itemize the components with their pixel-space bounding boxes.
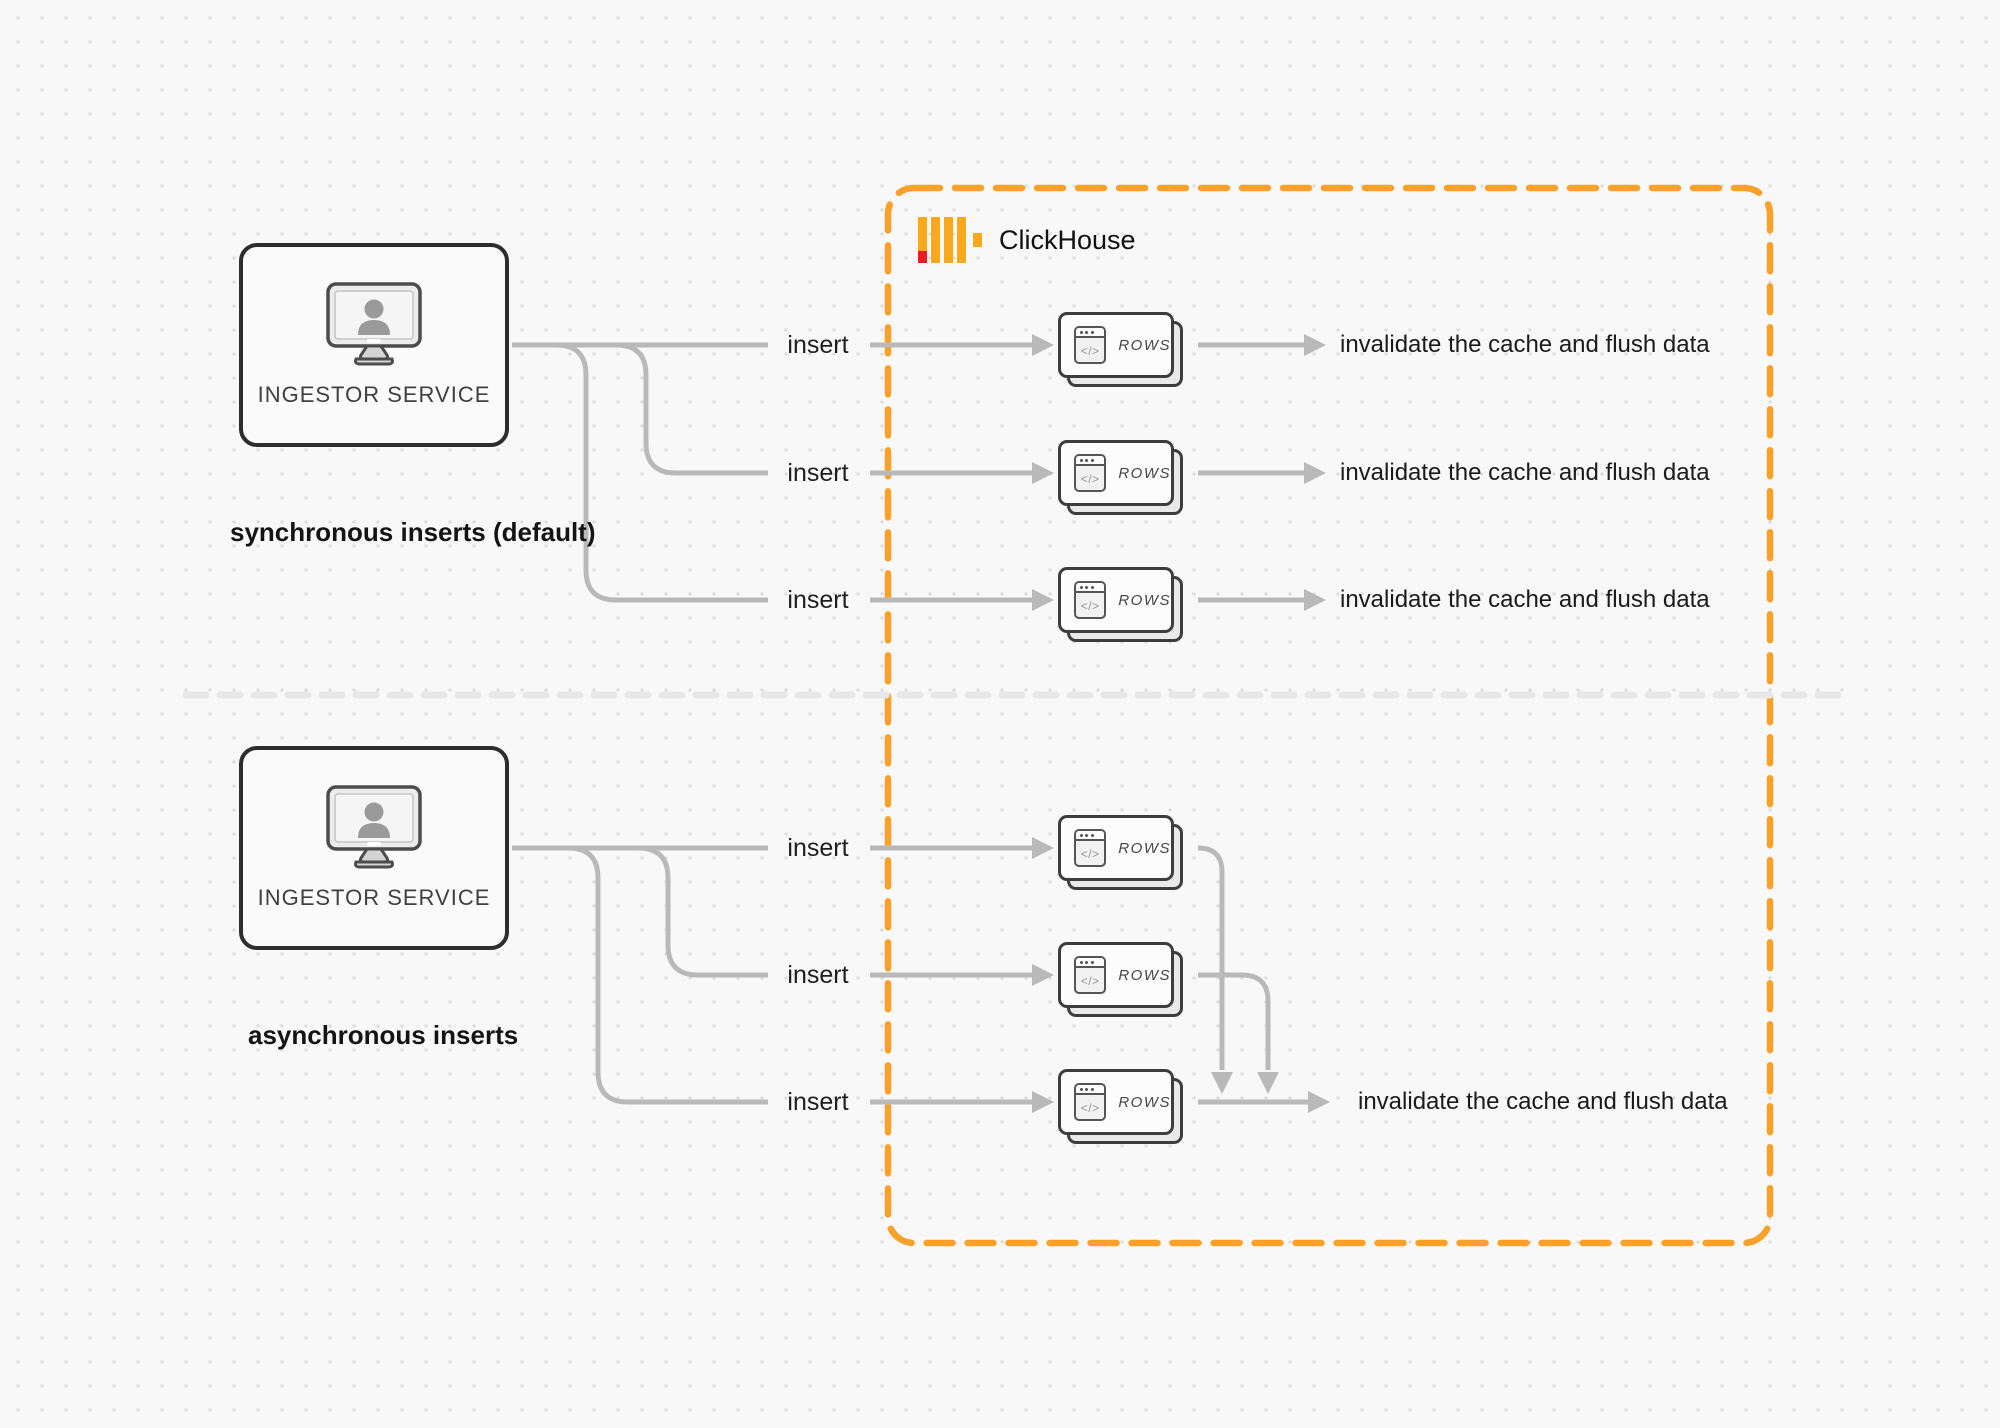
rows-label: ROWS bbox=[1118, 839, 1171, 857]
rows-card-front: </> ROWS bbox=[1058, 440, 1174, 506]
arrowhead bbox=[1308, 1091, 1330, 1113]
browser-window-code-icon: </> bbox=[1074, 454, 1107, 492]
result-label: invalidate the cache and flush data bbox=[1358, 1088, 1728, 1115]
rows-label: ROWS bbox=[1118, 336, 1171, 354]
result-label: invalidate the cache and flush data bbox=[1340, 331, 1710, 358]
monitor-user-icon bbox=[326, 785, 422, 869]
arrowhead bbox=[1032, 589, 1054, 611]
ingestor-service-box-sync: INGESTOR SERVICE bbox=[239, 243, 509, 447]
browser-window-code-icon: </> bbox=[1074, 829, 1107, 867]
arrowhead bbox=[1032, 964, 1054, 986]
rows-card-front: </> ROWS bbox=[1058, 312, 1174, 378]
logo-bar bbox=[918, 217, 927, 263]
rows-label: ROWS bbox=[1118, 1093, 1171, 1111]
arrowhead bbox=[1032, 837, 1054, 859]
arrowhead bbox=[1304, 462, 1326, 484]
clickhouse-wordmark: ClickHouse bbox=[999, 225, 1136, 255]
sync-branch-row2 bbox=[615, 342, 768, 476]
async-section-label: asynchronous inserts bbox=[248, 1020, 519, 1050]
async-branch-row2 bbox=[637, 845, 768, 978]
rows-card-front: </> ROWS bbox=[1058, 942, 1174, 1008]
logo-dot bbox=[973, 233, 982, 247]
result-label: invalidate the cache and flush data bbox=[1340, 459, 1710, 486]
insert-label: insert bbox=[787, 459, 849, 487]
arrowhead bbox=[1304, 334, 1326, 356]
arrowhead-down bbox=[1211, 1072, 1233, 1094]
rows-card-front: </> ROWS bbox=[1058, 567, 1174, 633]
browser-window-code-icon: </> bbox=[1074, 326, 1107, 364]
rows-card: </> ROWS bbox=[1058, 1069, 1183, 1144]
rows-card: </> ROWS bbox=[1058, 312, 1183, 387]
clickhouse-logo-bars bbox=[918, 217, 966, 263]
arrowhead bbox=[1032, 462, 1054, 484]
rows-card-front: </> ROWS bbox=[1058, 1069, 1174, 1135]
rows-label: ROWS bbox=[1118, 591, 1171, 609]
arrowhead bbox=[1032, 1091, 1054, 1113]
code-glyph: </> bbox=[1080, 598, 1100, 613]
arrowheads bbox=[1032, 334, 1330, 1113]
async-branch-row3 bbox=[567, 845, 768, 1105]
logo-bar bbox=[957, 217, 966, 263]
rows-card: </> ROWS bbox=[1058, 440, 1183, 515]
arrowhead bbox=[1304, 589, 1326, 611]
logo-bar bbox=[944, 217, 953, 263]
insert-label: insert bbox=[787, 961, 849, 989]
rows-card: </> ROWS bbox=[1058, 567, 1183, 642]
ingestor-service-box-async: INGESTOR SERVICE bbox=[239, 746, 509, 950]
insert-label: insert bbox=[787, 834, 849, 862]
async-merge-line-2 bbox=[1198, 972, 1271, 1070]
clickhouse-logo: ClickHouse bbox=[918, 217, 1136, 263]
rows-card: </> ROWS bbox=[1058, 942, 1183, 1017]
code-glyph: </> bbox=[1080, 973, 1100, 988]
code-glyph: </> bbox=[1080, 1100, 1100, 1115]
logo-bar bbox=[931, 217, 940, 263]
insert-label: insert bbox=[787, 1088, 849, 1116]
async-merge-line-1 bbox=[1197, 845, 1225, 1070]
connector-lines bbox=[512, 342, 1308, 1105]
rows-label: ROWS bbox=[1118, 464, 1171, 482]
result-label: invalidate the cache and flush data bbox=[1340, 586, 1710, 613]
code-glyph: </> bbox=[1080, 471, 1100, 486]
service-label: INGESTOR SERVICE bbox=[257, 382, 491, 407]
browser-window-code-icon: </> bbox=[1074, 956, 1107, 994]
browser-window-code-icon: </> bbox=[1074, 1083, 1107, 1121]
insert-label: insert bbox=[787, 331, 849, 359]
rows-card-front: </> ROWS bbox=[1058, 815, 1174, 881]
sync-branch-row3 bbox=[555, 342, 768, 603]
code-glyph: </> bbox=[1080, 846, 1100, 861]
clickhouse-boundary-box bbox=[884, 184, 1774, 1247]
monitor-user-icon bbox=[326, 282, 422, 366]
arrowhead-down bbox=[1257, 1072, 1279, 1094]
arrowhead bbox=[1032, 334, 1054, 356]
sync-section-label: synchronous inserts (default) bbox=[230, 517, 596, 547]
service-label: INGESTOR SERVICE bbox=[257, 885, 491, 910]
rows-card: </> ROWS bbox=[1058, 815, 1183, 890]
rows-label: ROWS bbox=[1118, 966, 1171, 984]
code-glyph: </> bbox=[1080, 343, 1100, 358]
browser-window-code-icon: </> bbox=[1074, 581, 1107, 619]
insert-label: insert bbox=[787, 586, 849, 614]
